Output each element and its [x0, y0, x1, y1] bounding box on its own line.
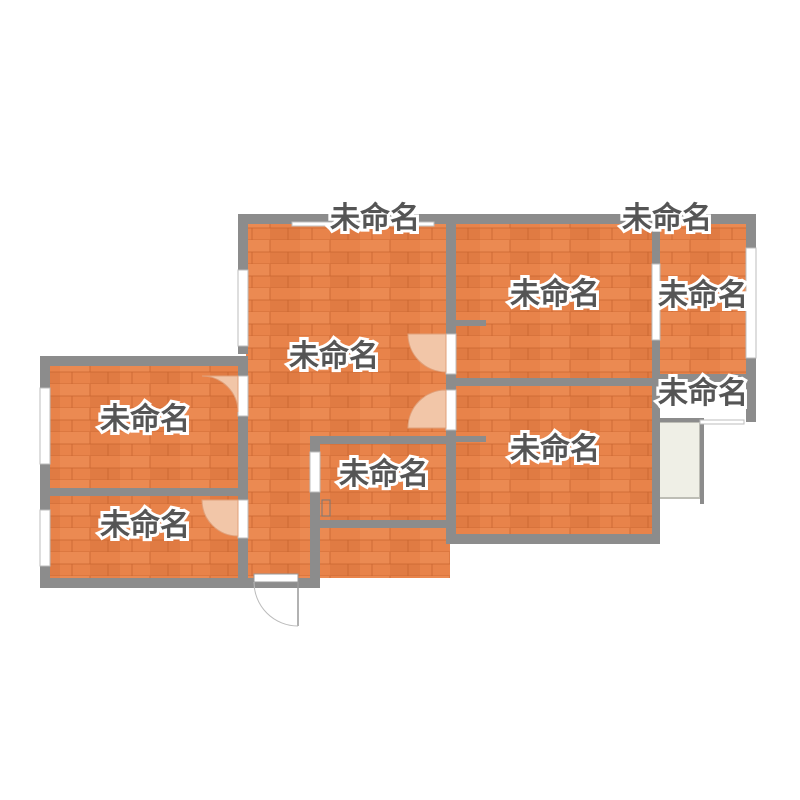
room-label-halo-top-hall: 未命名 [330, 201, 420, 236]
bedroom-ne-floor [456, 222, 652, 380]
room-label-halo-west-room-2: 未命名 [100, 508, 190, 543]
window-center-upper [445, 333, 457, 375]
window-west-2 [39, 509, 51, 567]
window-ne-right [745, 247, 757, 359]
door-arc-living-upper [407, 333, 447, 373]
room-label-west-room-1: 未命名 [100, 402, 190, 437]
window-west-1-door [237, 375, 249, 417]
room-label-top-hall: 未命名 [330, 201, 420, 236]
fixture [321, 499, 331, 517]
door-arc-living-lower [407, 389, 447, 429]
floor-areas [50, 222, 748, 578]
room-label-top-right-room: 未命名 [658, 278, 748, 313]
balcony-area [653, 421, 701, 499]
room-label-halo-small-room-ne: 未命名 [622, 201, 712, 236]
windows [39, 221, 757, 567]
door-swings [201, 333, 447, 537]
entry-door [253, 573, 299, 627]
room-label-bedroom-ne: 未命名 [510, 277, 600, 312]
room-label-bedroom-se: 未命名 [510, 432, 600, 467]
west-room-1-floor [50, 364, 240, 490]
room-label-balcony: 未命名 [658, 376, 748, 411]
window-top [291, 221, 435, 227]
room-label-small-center: 未命名 [339, 457, 429, 492]
window-center-lower [445, 389, 457, 431]
small-room-ne-floor [660, 222, 748, 378]
door-arc-west-2 [201, 499, 239, 537]
window-west-1 [39, 387, 51, 465]
room-label-small-room-ne: 未命名 [622, 201, 712, 236]
room-label-west-room-2: 未命名 [100, 508, 190, 543]
door-arc-west-1 [201, 375, 239, 413]
window-living-left [237, 269, 249, 347]
room-label-halo-west-room-1: 未命名 [100, 402, 190, 437]
bedroom-se-floor [456, 386, 652, 534]
room-label-halo-living-room: 未命名 [289, 339, 379, 374]
small-center-floor [316, 442, 446, 522]
window-balcony-top [699, 419, 745, 425]
room-label-halo-top-right-room: 未命名 [658, 278, 748, 313]
window-small-center [309, 451, 321, 493]
room-label-halo-small-center: 未命名 [339, 457, 429, 492]
window-ne-left [651, 263, 661, 341]
room-label-living-room: 未命名 [289, 339, 379, 374]
window-west-2-door [237, 499, 249, 539]
room-label-halo-bedroom-se: 未命名 [510, 432, 600, 467]
room-labels: 未命名未命名未命名未命名未命名未命名未命名未命名未命名未命名未命名未命名未命名未… [97, 198, 751, 546]
room-label-halo-bedroom-ne: 未命名 [510, 277, 600, 312]
room-label-halo-balcony: 未命名 [658, 376, 748, 411]
